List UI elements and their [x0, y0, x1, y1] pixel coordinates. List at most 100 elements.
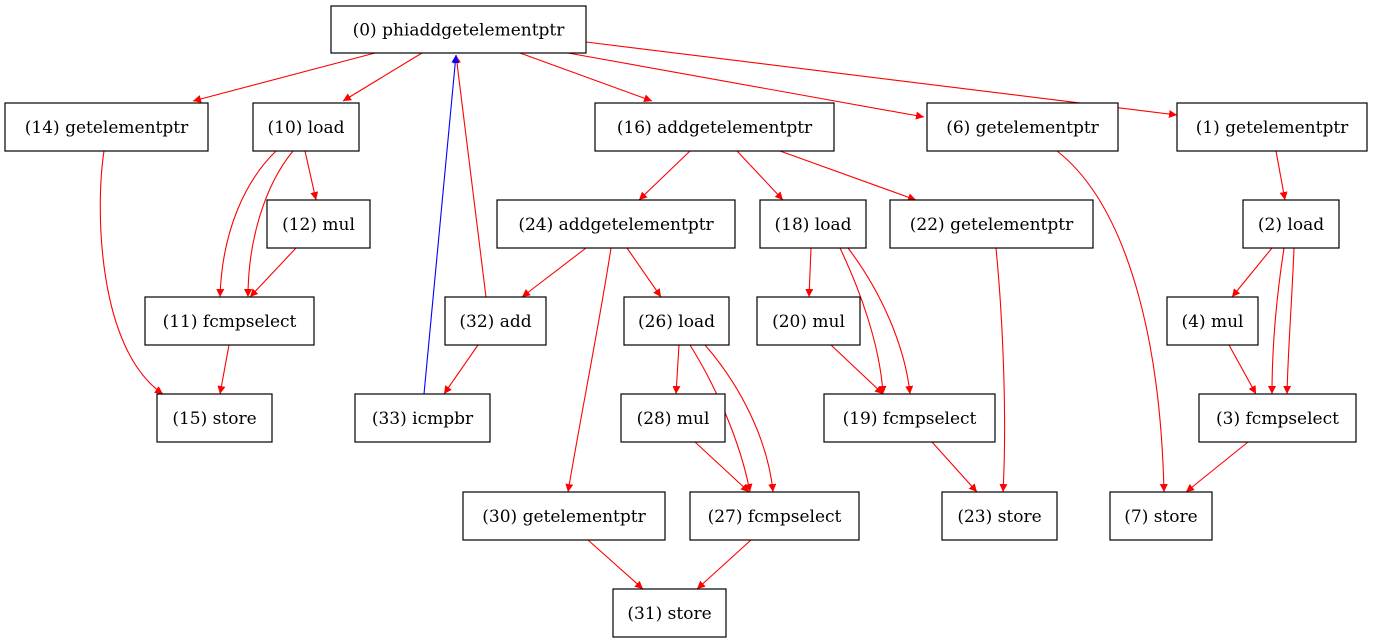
node-box: [620, 393, 726, 443]
node-box: [623, 296, 730, 346]
node-box: [1109, 491, 1213, 541]
edge-n12-to-n11: [249, 247, 297, 298]
edge-n2-to-n4: [1231, 247, 1273, 298]
graph-node-n14: (14) getelementptr: [4, 102, 209, 152]
node-box: [1198, 393, 1357, 443]
graph-node-n20: (20) mul: [756, 296, 861, 346]
node-box: [926, 102, 1119, 152]
edge-n14-to-n15: [99, 150, 164, 395]
node-label: (2) load: [1258, 215, 1324, 235]
node-label: (32) add: [459, 312, 531, 332]
edge-n30-to-n31: [587, 539, 644, 590]
graph-node-n19: (19) fcmpselect: [823, 393, 996, 443]
node-box: [266, 199, 371, 249]
node-box: [252, 102, 360, 152]
graph-node-n12: (12) mul: [266, 199, 371, 249]
node-box: [144, 296, 315, 346]
graph-node-n1: (1) getelementptr: [1176, 102, 1368, 152]
node-label: (3) fcmpselect: [1216, 409, 1339, 429]
graph-node-n7: (7) store: [1109, 491, 1213, 541]
edge-n19-to-n23: [931, 441, 978, 493]
node-label: (22) getelementptr: [910, 215, 1074, 235]
graph-node-n0: (0) phiaddgetelementptr: [330, 5, 587, 54]
graph-node-n32: (32) add: [444, 296, 547, 346]
node-label: (28) mul: [637, 409, 710, 429]
edge-n32-to-n33: [443, 344, 479, 395]
edge-n0-to-n6: [567, 52, 925, 120]
node-label: (26) load: [638, 312, 715, 332]
node-box: [156, 393, 273, 443]
graph-node-n31: (31) store: [612, 588, 727, 638]
edge-n2-to-n3: [1283, 247, 1295, 395]
graph-node-n15: (15) store: [156, 393, 273, 443]
node-label: (14) getelementptr: [25, 118, 189, 138]
edge-n24-to-n30: [565, 247, 612, 493]
edge-n18-to-n20: [805, 247, 814, 298]
edge-n22-to-n23: [995, 247, 1008, 493]
node-box: [1176, 102, 1368, 152]
node-box: [689, 491, 860, 541]
node-label: (1) getelementptr: [1196, 118, 1349, 138]
edge-n18-to-n19: [847, 247, 914, 395]
node-label: (16) addgetelementptr: [617, 118, 813, 138]
node-box: [496, 199, 736, 249]
edge-n27-to-n31: [696, 539, 752, 590]
node-box: [1242, 199, 1340, 249]
graph-node-n28: (28) mul: [620, 393, 726, 443]
edge-n10-to-n11: [216, 150, 277, 298]
edge-n4-to-n3: [1228, 344, 1257, 395]
edge-n0-to-n10: [342, 52, 423, 102]
node-box: [4, 102, 209, 152]
graph-node-n27: (27) fcmpselect: [689, 491, 860, 541]
graph-node-n30: (30) getelementptr: [462, 491, 666, 541]
edge-n0-to-n14: [192, 52, 376, 103]
node-box: [823, 393, 996, 443]
node-label: (27) fcmpselect: [708, 507, 842, 527]
node-label: (23) store: [957, 507, 1041, 527]
edge-n20-to-n19: [830, 344, 884, 395]
graph-node-n18: (18) load: [759, 199, 867, 249]
edge-n26-to-n27: [704, 344, 777, 493]
graph-node-n11: (11) fcmpselect: [144, 296, 315, 346]
edge-n16-to-n22: [779, 150, 917, 202]
edge-n28-to-n27: [694, 441, 750, 493]
node-label: (12) mul: [282, 215, 355, 235]
graph-node-n3: (3) fcmpselect: [1198, 393, 1357, 443]
node-label: (6) getelementptr: [946, 118, 1099, 138]
node-box: [462, 491, 666, 541]
edge-n10-to-n12: [304, 150, 319, 201]
node-label: (7) store: [1124, 507, 1197, 527]
node-label: (15) store: [172, 409, 256, 429]
edge-n16-to-n18: [736, 150, 784, 201]
graph-node-n4: (4) mul: [1166, 296, 1259, 346]
graph-node-n10: (10) load: [252, 102, 360, 152]
graph-node-n22: (22) getelementptr: [889, 199, 1094, 249]
edge-n11-to-n15: [217, 344, 230, 395]
graph-node-n16: (16) addgetelementptr: [594, 102, 835, 152]
node-label: (20) mul: [772, 312, 845, 332]
edge-n26-to-n28: [672, 344, 681, 395]
node-label: (30) getelementptr: [482, 507, 646, 527]
edge-n33-to-n0: [423, 54, 460, 395]
node-label: (24) addgetelementptr: [518, 215, 714, 235]
node-box: [612, 588, 727, 638]
edge-n32-to-n0: [453, 54, 487, 298]
node-box: [330, 5, 587, 54]
node-box: [941, 491, 1058, 541]
node-label: (10) load: [268, 118, 345, 138]
node-box: [756, 296, 861, 346]
graph-node-n33: (33) icmpbr: [354, 393, 491, 443]
node-label: (33) icmpbr: [372, 409, 474, 429]
edge-n10-to-n11: [244, 150, 294, 298]
edge-n1-to-n2: [1275, 150, 1288, 201]
node-label: (18) load: [775, 215, 852, 235]
node-label: (31) store: [627, 604, 711, 624]
edge-n6-to-n7: [1056, 150, 1168, 493]
edge-n24-to-n32: [521, 247, 587, 298]
graph-node-n26: (26) load: [623, 296, 730, 346]
edges-layer: [99, 41, 1295, 590]
node-label: (19) fcmpselect: [843, 409, 977, 429]
graph-node-n24: (24) addgetelementptr: [496, 199, 736, 249]
node-box: [444, 296, 547, 346]
